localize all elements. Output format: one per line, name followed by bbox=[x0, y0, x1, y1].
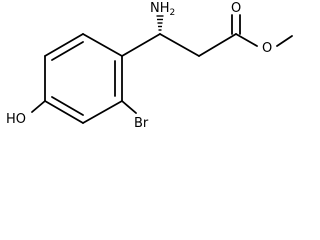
ester-oxygen-label: O bbox=[262, 41, 272, 56]
ring-bond-top-right bbox=[82, 33, 123, 57]
bond-ring-to-chiral-carbon bbox=[121, 33, 161, 57]
bromine-label: Br bbox=[134, 116, 149, 131]
carbonyl-oxygen-label: O bbox=[231, 1, 241, 16]
hydroxyl-label: HO bbox=[6, 112, 26, 127]
ring-bond-top-left bbox=[44, 33, 84, 57]
benzene-ring bbox=[44, 33, 123, 124]
bond-ring-to-bromine bbox=[121, 100, 137, 114]
hashed-wedge-bond-amine bbox=[156, 15, 164, 31]
bond-ch2-to-carbonyl bbox=[198, 33, 237, 57]
bond-ring-to-hydroxyl bbox=[31, 100, 46, 113]
amine-label: NH2 bbox=[150, 1, 175, 18]
ring-bond-bottom-right bbox=[82, 100, 123, 124]
ring-bond-bottom-left bbox=[44, 100, 84, 124]
ring-double-bond-bottom bbox=[51, 96, 84, 116]
bond-ester-o-to-methyl bbox=[276, 35, 293, 47]
molecule-structure-diagram: NH2 O O HO Br bbox=[6, 1, 293, 131]
ring-double-bond-top bbox=[51, 41, 84, 61]
bond-chiral-to-ch2 bbox=[159, 33, 200, 57]
substituent-bonds bbox=[31, 14, 293, 114]
bond-carbonyl-to-ester-o bbox=[235, 33, 258, 47]
